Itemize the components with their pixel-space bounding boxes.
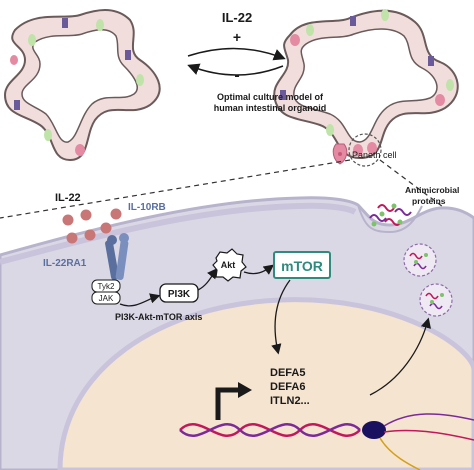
arrow-akt-to-mtor — [243, 264, 275, 275]
gene-defa5: DEFA5 — [270, 367, 305, 379]
paneth-cell-icon — [10, 55, 18, 65]
minus-sign: - — [234, 67, 239, 84]
arrow-backward — [187, 63, 284, 76]
arrow-forward — [187, 47, 286, 61]
cell-membrane — [0, 202, 357, 265]
mrna-strand — [383, 413, 474, 427]
goblet-cell-icon — [44, 129, 52, 141]
caption-line-2: human intestinal organoid — [214, 103, 327, 113]
il22-ligand — [110, 208, 122, 220]
enteroendocrine-cell-icon — [14, 100, 20, 110]
axis-label: PI3K-Akt-mTOR axis — [115, 312, 202, 322]
arrow-jak-to-pi3k — [119, 293, 161, 307]
top-il22-label: IL-22 — [222, 10, 252, 25]
enteroendocrine-cell-icon — [428, 56, 434, 66]
paneth-cell-legend-label: Paneth cell — [352, 150, 397, 160]
enteroendocrine-cell-icon — [280, 90, 286, 100]
organoid-left — [3, 9, 161, 162]
secretion-pocket — [357, 204, 423, 234]
goblet-cell-icon — [136, 74, 144, 86]
il22-ligand — [84, 229, 96, 241]
il22-ligand — [100, 222, 112, 234]
enteroendocrine-cell-icon — [62, 18, 68, 28]
mrna-strand — [383, 429, 474, 441]
antimicrobial-label-2: proteins — [412, 196, 446, 206]
paneth-cell-icon — [367, 142, 377, 154]
paneth-cell-icon — [75, 144, 85, 156]
akt-shape — [212, 248, 247, 282]
arrow-pi3k-to-akt — [197, 267, 218, 291]
jak-label: JAK — [99, 294, 114, 303]
goblet-cell-icon — [306, 24, 314, 36]
goblet-cell-icon — [28, 34, 36, 46]
organoid-right — [273, 9, 459, 167]
il22-receptor-complex — [105, 233, 129, 280]
transcription-start-arrow — [215, 387, 240, 420]
ligand-label: IL-22 — [55, 192, 81, 204]
akt-label: Akt — [221, 260, 236, 270]
paneth-cell-icon — [290, 34, 300, 46]
tyk2-label: Tyk2 — [98, 282, 115, 291]
transcript-tail — [379, 437, 421, 470]
zoom-line-right — [379, 159, 474, 231]
antimicrobial-proteins-cluster — [369, 203, 412, 227]
caption-line-1: Optimal culture model of — [217, 92, 324, 102]
arrow-mtor-to-genes — [271, 279, 291, 355]
goblet-cell-icon — [96, 19, 104, 31]
enteroendocrine-cell-icon — [125, 50, 131, 60]
arrow-genes-to-secretion — [369, 317, 432, 396]
il22-ligand — [66, 232, 78, 244]
granule-vesicle — [419, 283, 453, 317]
paneth-cell-legend: Paneth cell — [332, 143, 397, 165]
enteroendocrine-cell-icon — [350, 16, 356, 26]
pi3k-box — [159, 283, 199, 303]
gene-itln2: ITLN2... — [270, 395, 310, 407]
goblet-cell-icon — [446, 79, 454, 91]
jak-box — [91, 291, 121, 305]
gene-defa6: DEFA6 — [270, 381, 305, 393]
goblet-cell-icon — [326, 124, 334, 136]
mtor-box — [273, 251, 331, 279]
paneth-cell-icon — [353, 144, 363, 156]
granule-vesicle — [403, 243, 437, 277]
receptor-a-label: IL-22RA1 — [43, 258, 87, 269]
rna-polymerase — [362, 421, 386, 439]
il22-ligand — [62, 214, 74, 226]
pi3k-label: PI3K — [168, 289, 191, 300]
plus-sign: + — [233, 29, 241, 45]
transcription-start-arrowhead — [238, 382, 252, 398]
goblet-cell-icon — [381, 9, 389, 21]
antimicrobial-label-1: Antimicrobial — [405, 185, 459, 195]
il22-ligand — [80, 209, 92, 221]
zoom-circle — [348, 133, 382, 167]
dna-strand-2 — [179, 423, 361, 437]
receptor-b-label: IL-10RB — [128, 202, 166, 213]
mtor-label: mTOR — [281, 258, 323, 274]
paneth-cell-icon — [435, 94, 445, 106]
